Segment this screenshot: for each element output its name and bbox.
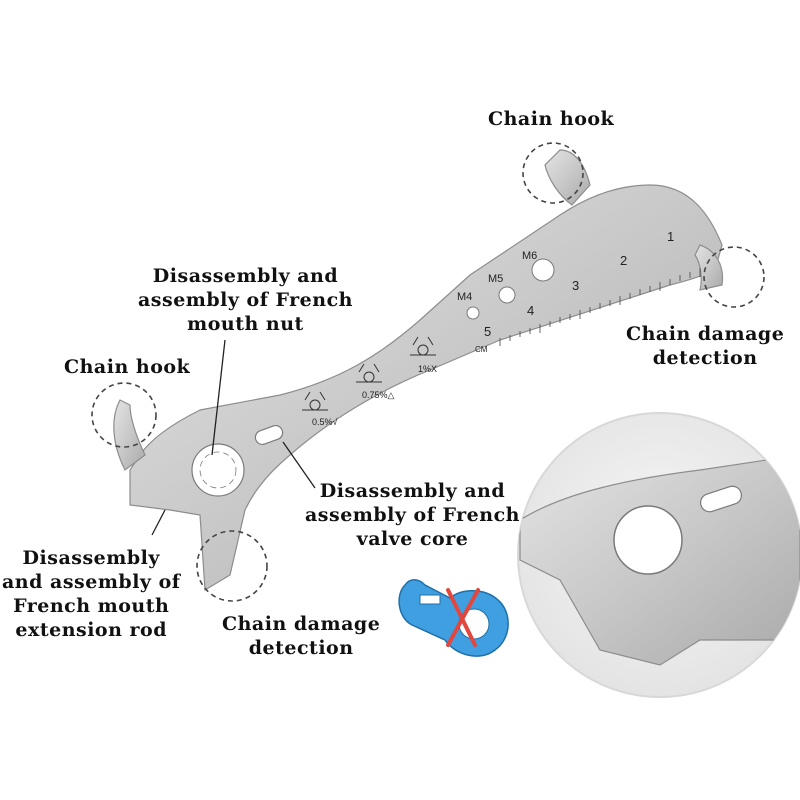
chain-damage-bottom-label: Chain damage detection <box>222 612 380 660</box>
highlight-circles <box>91 142 765 602</box>
chain-hook-top-label: Chain hook <box>488 108 615 130</box>
scale-label-1: 1 <box>667 229 674 244</box>
ruler-scale <box>499 268 701 346</box>
unit-label: CM <box>475 345 488 354</box>
wear-label-05: 0.5%√ <box>312 417 338 427</box>
extension-rod-line2: and assembly of <box>2 571 181 593</box>
french-nut-label: Disassembly and assembly of French mouth… <box>138 264 353 336</box>
wear-label-075: 0.75%△ <box>362 390 395 400</box>
scale-label-4: 4 <box>527 303 534 318</box>
left-hook-highlight <box>91 382 157 448</box>
wear-label-1: 1%X <box>418 364 437 374</box>
chain-tool-body <box>113 149 724 592</box>
chain-wear-icon <box>302 336 436 411</box>
chain-damage-bottom-line2: detection <box>248 637 354 659</box>
valve-core-line2: assembly of French <box>305 504 520 526</box>
m6-mark: M6 <box>522 250 537 262</box>
valve-core-line1: Disassembly and <box>319 480 506 502</box>
extension-rod-label: Disassembly and assembly of French mouth… <box>2 546 180 642</box>
top-hook-highlight <box>522 142 584 204</box>
zoom-detail <box>517 412 800 698</box>
scale-label-3: 3 <box>572 278 579 293</box>
chain-damage-right-line2: detection <box>652 347 758 369</box>
extension-rod-line3: French mouth <box>13 595 170 617</box>
french-nut-line1: Disassembly and <box>152 265 339 287</box>
scale-label-5: 5 <box>484 324 491 339</box>
bottom-rod-highlight <box>196 530 268 602</box>
extension-rod-line1: Disassembly <box>22 547 160 569</box>
chain-damage-bottom-line1: Chain damage <box>222 613 381 635</box>
right-hook-highlight <box>703 246 765 308</box>
french-nut-line3: mouth nut <box>187 313 304 335</box>
pointer-lines <box>151 339 316 536</box>
valve-core-label: Disassembly and assembly of French valve… <box>305 479 520 551</box>
valve-core-slot <box>254 425 284 445</box>
chain-hook-left-label: Chain hook <box>64 356 191 378</box>
chain-damage-right-label: Chain damage detection <box>626 322 784 370</box>
plastic-wrench <box>398 579 509 657</box>
tool-engravings: M4 M5 M6 1 2 3 4 5 CM 0.5%√ 0.75%△ 1%X <box>312 229 674 427</box>
m4-hole <box>466 306 480 320</box>
french-nut-line2: assembly of French <box>138 289 353 311</box>
extension-rod-line4: extension rod <box>15 619 168 641</box>
scale-label-2: 2 <box>620 253 627 268</box>
m5-hole <box>498 286 516 304</box>
red-x-icon <box>446 588 480 647</box>
m5-mark: M5 <box>488 273 503 285</box>
french-nut-hole <box>191 443 245 497</box>
valve-core-line3: valve core <box>356 528 469 550</box>
m4-mark: M4 <box>457 291 472 303</box>
m6-hole <box>531 258 555 282</box>
chain-damage-right-line1: Chain damage <box>626 323 785 345</box>
